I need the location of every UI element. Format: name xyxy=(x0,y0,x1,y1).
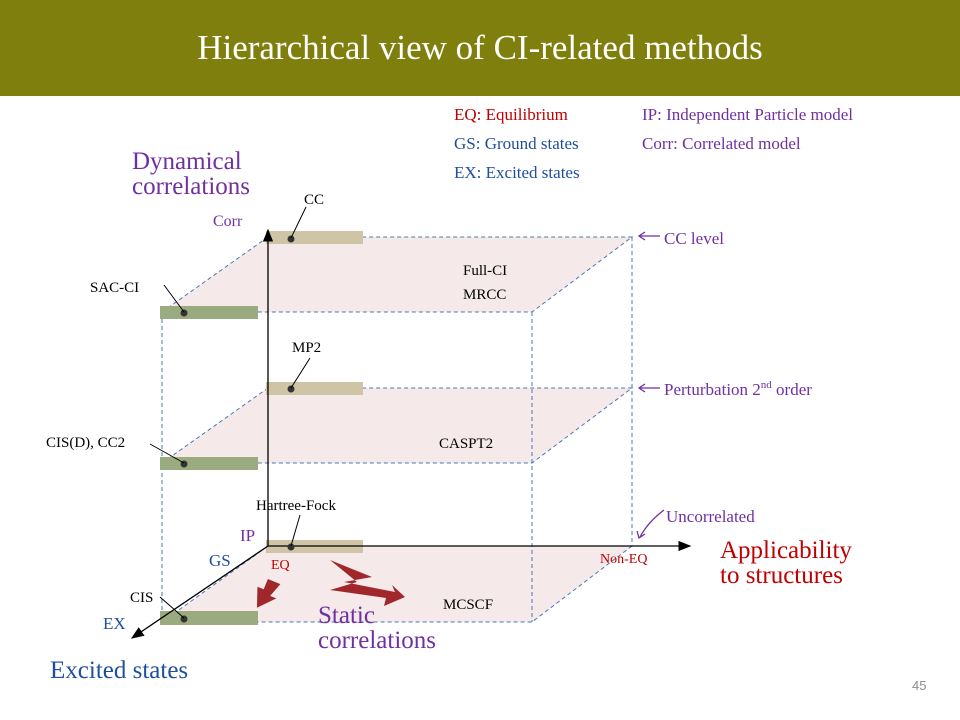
dynamical-label-2: correlations xyxy=(132,173,251,200)
plane-uncorrelated xyxy=(162,546,632,622)
dynamical-label-1: Dynamical xyxy=(132,148,242,175)
method-mrcc: MRCC xyxy=(463,287,507,303)
plane-perturbation xyxy=(162,388,632,463)
non-eq-axis-label: Non-EQ xyxy=(600,552,648,567)
method-caspt2: CASPT2 xyxy=(439,436,494,452)
gs-axis-label: GS xyxy=(209,551,231,570)
method-cis: CIS xyxy=(130,590,154,606)
corr-axis-label: Corr xyxy=(213,213,243,230)
uncorrelated-level-label: Uncorrelated xyxy=(666,507,755,526)
ex-axis-label: EX xyxy=(103,614,126,633)
bar-cis xyxy=(160,611,258,625)
bar-sac-ci xyxy=(160,306,258,319)
legend-gs: GS: Ground states xyxy=(454,134,579,153)
legend-ip: IP: Independent Particle model xyxy=(642,105,854,124)
static-label-2: correlations xyxy=(318,627,437,654)
method-cc: CC xyxy=(304,192,325,208)
method-full-ci: Full-CI xyxy=(463,263,508,279)
bar-cis-d-cc2 xyxy=(160,457,258,470)
bar-cc xyxy=(266,231,363,244)
method-hartree-fock: Hartree-Fock xyxy=(256,498,336,514)
excited-axis xyxy=(130,545,269,639)
eq-axis-label: EQ xyxy=(271,558,290,573)
static-arrow-right xyxy=(330,560,405,606)
method-mcscf: MCSCF xyxy=(443,597,494,613)
bar-dots xyxy=(180,235,295,623)
callout-lines xyxy=(149,206,311,619)
legend-ex: EX: Excited states xyxy=(454,163,580,182)
perturbation-level-label: Perturbation 2nd order xyxy=(664,379,812,399)
level-arrows xyxy=(636,231,665,540)
static-arrow-down xyxy=(256,578,281,608)
bar-mp2 xyxy=(266,382,363,395)
slide-number: 45 xyxy=(912,678,927,693)
method-cis-d-cc2: CIS(D), CC2 xyxy=(46,435,126,451)
applicability-label-2: to structures xyxy=(720,562,843,589)
cc-level-label: CC level xyxy=(664,229,724,248)
applicability-label-1: Applicability xyxy=(720,537,852,564)
title-bar xyxy=(0,0,960,96)
plane-cc xyxy=(162,237,632,312)
slide-title: Hierarchical view of CI-related methods xyxy=(197,28,763,67)
method-sac-ci: SAC-CI xyxy=(90,280,140,296)
static-label-1: Static xyxy=(318,602,375,629)
ip-axis-label: IP xyxy=(240,526,256,545)
method-mp2: MP2 xyxy=(292,340,322,356)
excited-states-label: Excited states xyxy=(50,657,189,684)
legend-corr: Corr: Correlated model xyxy=(642,134,801,153)
legend-eq: EQ: Equilibrium xyxy=(454,105,568,124)
